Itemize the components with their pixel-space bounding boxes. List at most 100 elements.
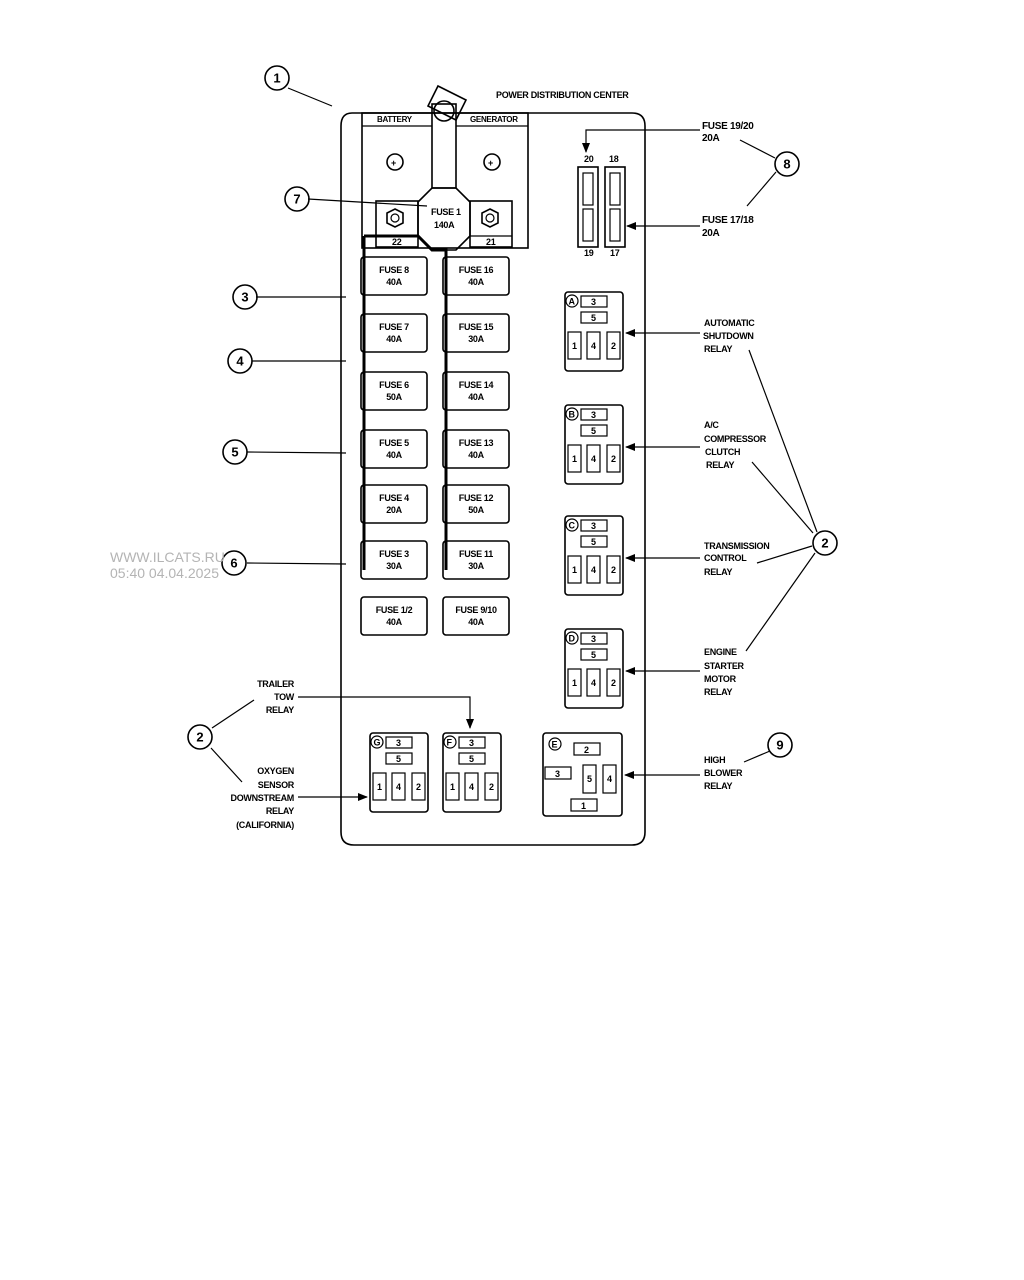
svg-text:7: 7 [293,192,300,207]
svg-text:3: 3 [555,769,560,779]
relay-pin-5 [580,311,608,324]
fuse-name: FUSE 14 [459,380,494,390]
mini-fuse-block: 20 18 19 17 [577,154,626,258]
relay-pin-3 [580,408,608,421]
svg-text:+: + [488,158,493,168]
label-fuse-17-18: FUSE 17/18 [702,215,754,226]
svg-text:1: 1 [572,678,577,688]
mini-fuse-19: 19 [584,248,594,258]
svg-text:9: 9 [776,738,783,753]
svg-text:RELAY: RELAY [266,806,294,816]
relay-pin-2 [606,331,621,360]
callout-5: 5 [222,439,248,465]
svg-text:2: 2 [611,565,616,575]
relay-pin-3 [580,295,608,308]
fuse-name: FUSE 5 [379,438,409,448]
fuse-name: FUSE 3 [379,549,409,559]
battery-stud-icon [386,153,404,171]
fuse-rating: 40A [386,617,402,627]
relay-e-badge [548,737,562,751]
relay-pin-4 [586,555,601,584]
svg-text:4: 4 [591,565,596,575]
svg-text:3: 3 [396,738,401,748]
label-asd-relay: AUTOMATIC [704,318,755,328]
generator-label: GENERATOR [470,115,518,124]
fuse-cell: FUSE 1/2 40A [360,596,428,636]
main-fuse-rating: 140A [434,220,455,230]
fuse-body [360,371,428,411]
fuse-name: FUSE 1/2 [376,605,413,615]
mini-fuse-19-20 [577,166,599,248]
relay-pin-3 [580,632,608,645]
svg-text:DOWNSTREAM: DOWNSTREAM [231,793,295,803]
fuse-name: FUSE 15 [459,322,494,332]
relay-body [442,732,502,813]
relay-badge [370,735,384,749]
svg-text:1: 1 [273,71,280,86]
relay-pin-5 [458,752,486,765]
fuse-body [442,540,510,580]
relay-badge [565,294,579,308]
relay-pin-4 [586,444,601,473]
svg-text:4: 4 [396,782,401,792]
relay-pin-4 [391,772,406,801]
svg-text:1: 1 [572,454,577,464]
fuse-rating: 40A [468,277,484,287]
terminal-22-label: 22 [392,237,402,247]
relay-e-body [542,732,623,817]
leader-lines [210,87,818,801]
mini-fuse-17: 17 [610,248,620,258]
relay-body [564,404,624,485]
watermark-timestamp: 05:40 04.04.2025 [110,565,219,581]
svg-text:2: 2 [416,782,421,792]
svg-text:4: 4 [591,454,596,464]
relay-badge [565,407,579,421]
svg-text:4: 4 [591,678,596,688]
mini-fuse-18: 18 [609,154,619,164]
svg-text:20A: 20A [702,228,720,239]
relay-pin-5 [580,424,608,437]
relay-body [564,515,624,596]
component-labels: FUSE 19/20 20A FUSE 17/18 20A AUTOMATIC … [231,121,770,830]
relay-body [564,628,624,709]
relay-badge [565,518,579,532]
relay-pin-2 [606,444,621,473]
svg-text:20A: 20A [702,133,720,144]
relay-pin-3 [580,519,608,532]
fuse-cell: FUSE 14 40A [442,371,510,411]
svg-text:3: 3 [241,290,248,305]
relay-id: B [569,410,576,420]
svg-text:2: 2 [821,536,828,551]
label-fuse-19-20: FUSE 19/20 [702,121,754,132]
svg-text:CLUTCH: CLUTCH [705,447,740,457]
mini-fuse-17-18 [604,166,626,248]
fuse-name: FUSE 12 [459,493,494,503]
relay-body [369,732,429,813]
callout-4: 4 [227,348,253,374]
relay-pin-2 [606,555,621,584]
svg-text:RELAY: RELAY [706,460,734,470]
svg-text:COMPRESSOR: COMPRESSOR [704,434,767,444]
callout-1: 1 [264,65,290,91]
svg-text:1: 1 [450,782,455,792]
callout-6: 6 [221,550,247,576]
svg-text:4: 4 [236,354,244,369]
fuse-rating: 50A [468,505,484,515]
fuse-body [360,540,428,580]
terminal-frame [361,112,529,249]
fuse-rating: 40A [468,392,484,402]
svg-text:1: 1 [377,782,382,792]
callout-2: 2 [812,530,838,556]
battery-label: BATTERY [377,115,413,124]
label-o2-relay: OXYGEN [257,766,294,776]
svg-text:E: E [552,740,558,750]
relay-pin-1 [567,555,582,584]
svg-text:6: 6 [230,556,237,571]
